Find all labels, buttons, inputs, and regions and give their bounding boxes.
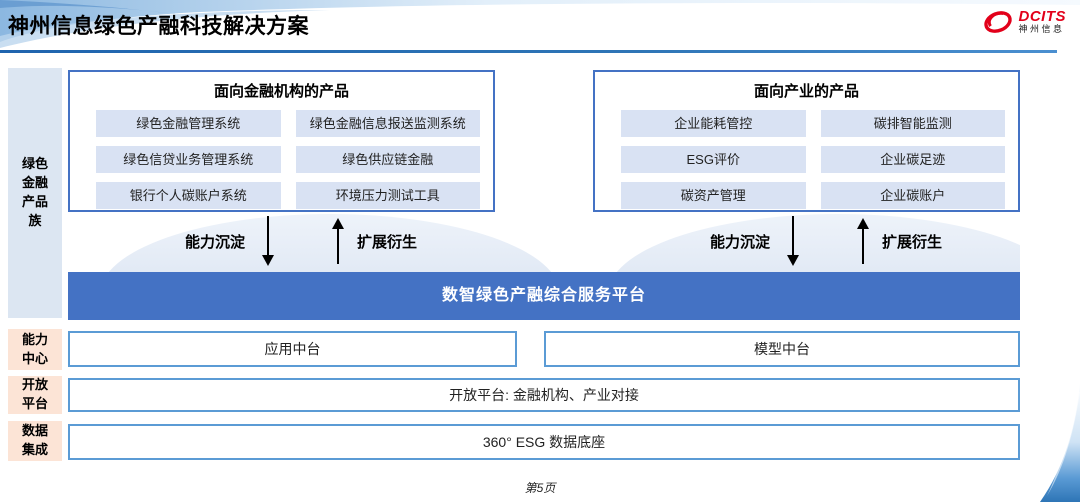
product-item: 绿色金融管理系统 bbox=[96, 110, 281, 137]
sidebar-label-text: 开放平台 bbox=[21, 377, 48, 411]
product-item: 企业能耗管控 bbox=[621, 110, 806, 137]
esg-data-base-box: 360° ESG 数据底座 bbox=[68, 424, 1020, 460]
sidebar-label-text: 能力中心 bbox=[21, 331, 48, 366]
arrow-up-icon bbox=[332, 218, 345, 264]
brand-name: DCITS bbox=[1018, 8, 1066, 26]
arrow-down-icon bbox=[787, 216, 800, 266]
expand-derive-label: 扩展衍生 bbox=[882, 233, 943, 251]
product-item: 银行个人碳账户系统 bbox=[96, 182, 281, 209]
model-middle-platform-box: 模型中台 bbox=[544, 331, 1020, 367]
product-item: 绿色信贷业务管理系统 bbox=[96, 146, 281, 173]
application-middle-platform-box: 应用中台 bbox=[68, 331, 517, 367]
title-rule bbox=[0, 50, 1057, 53]
brand-logo-text: DCITS 神州信息 bbox=[1019, 9, 1067, 34]
brand-swirl-icon bbox=[983, 11, 1012, 33]
product-item: 碳排智能监测 bbox=[820, 110, 1005, 137]
platform-bar: 数智绿色产融综合服务平台 bbox=[68, 272, 1020, 320]
product-item: 环境压力测试工具 bbox=[295, 182, 480, 209]
expand-derive-label: 扩展衍生 bbox=[357, 233, 418, 251]
product-group-financial: 面向金融机构的产品 绿色金融管理系统 绿色金融信息报送监测系统 绿色信贷业务管理… bbox=[68, 70, 495, 212]
product-group-title: 面向产业的产品 bbox=[753, 83, 859, 100]
arrow-up-icon bbox=[857, 218, 870, 264]
product-item: 碳资产管理 bbox=[621, 182, 806, 209]
product-group-industry: 面向产业的产品 企业能耗管控 碳排智能监测 ESG评价 企业碳足迹 碳资产管理 … bbox=[593, 70, 1020, 212]
corner-swoosh-decoration bbox=[1040, 382, 1080, 502]
arrow-down-icon bbox=[262, 216, 275, 266]
arrow-group-right: 能力沉淀 扩展衍生 bbox=[710, 213, 942, 269]
product-item: 绿色金融信息报送监测系统 bbox=[295, 110, 480, 137]
sidebar-label-open-platform: 开放平台 bbox=[8, 376, 62, 414]
product-item: 企业碳账户 bbox=[820, 182, 1005, 209]
page-number: 第5页 bbox=[524, 481, 556, 495]
product-item: ESG评价 bbox=[621, 146, 806, 173]
brand-logo: DCITS 神州信息 bbox=[981, 7, 1067, 37]
product-item: 绿色供应链金融 bbox=[295, 146, 480, 173]
dome-decoration-strip bbox=[68, 212, 1020, 272]
capability-settle-label: 能力沉淀 bbox=[185, 233, 246, 251]
brand-subname: 神州信息 bbox=[1018, 24, 1065, 35]
header-swoosh-decoration bbox=[0, 0, 1080, 48]
page-title: 神州信息绿色产融科技解决方案 bbox=[8, 15, 309, 38]
sidebar-label-text: 数据集成 bbox=[21, 423, 48, 457]
open-platform-box: 开放平台: 金融机构、产业对接 bbox=[68, 378, 1020, 412]
product-group-title: 面向金融机构的产品 bbox=[213, 83, 349, 100]
product-items-grid: 绿色金融管理系统 绿色金融信息报送监测系统 绿色信贷业务管理系统 绿色供应链金融… bbox=[70, 101, 493, 209]
capability-settle-label: 能力沉淀 bbox=[710, 233, 771, 251]
product-item: 企业碳足迹 bbox=[820, 146, 1005, 173]
sidebar-label-product-family: 绿色金融产品族 bbox=[8, 68, 62, 318]
product-items-grid: 企业能耗管控 碳排智能监测 ESG评价 企业碳足迹 碳资产管理 企业碳账户 bbox=[595, 101, 1018, 209]
arrow-group-left: 能力沉淀 扩展衍生 bbox=[185, 213, 417, 269]
sidebar-label-data-integration: 数据集成 bbox=[8, 421, 62, 461]
sidebar-label-text: 绿色金融产品族 bbox=[21, 156, 48, 228]
sidebar-label-capability-center: 能力中心 bbox=[8, 329, 62, 370]
